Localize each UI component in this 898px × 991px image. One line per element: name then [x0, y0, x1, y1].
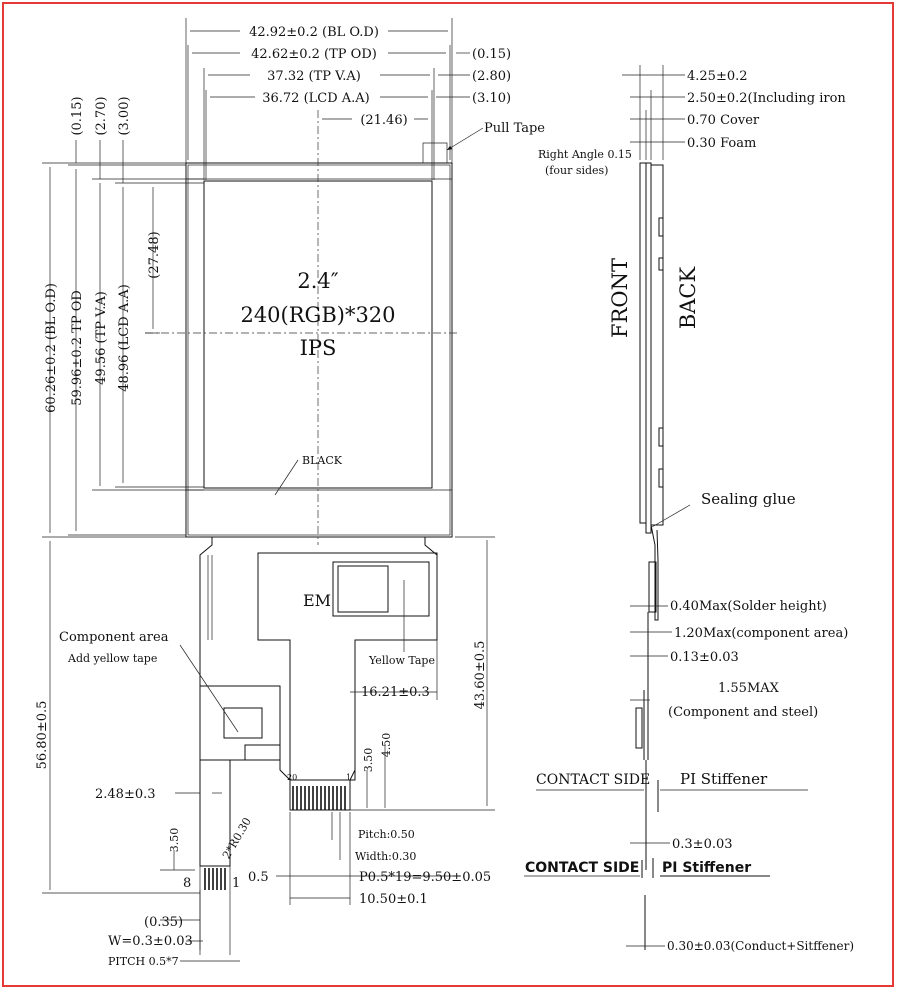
pi-stiffener-label: PI Stiffener [680, 770, 768, 788]
pin-1b-label: 1 [232, 876, 240, 891]
dim-tp-va-width: 37.32 (TP V.A) [267, 69, 361, 84]
dim-280-top: (2.80) [472, 69, 511, 84]
dim-lcd-aa-width: 36.72 (LCD A.A) [262, 91, 370, 106]
pin-20-label: 20 [287, 773, 297, 782]
pin-8-label: 8 [183, 876, 191, 891]
finger-width-label: W=0.3±0.03 [108, 934, 193, 949]
dim-lcd-aa-height: 48.96 (LCD A.A) [117, 284, 132, 392]
finger-pitch-label: PITCH 0.5*7 [108, 955, 179, 968]
foam-thickness: 0.30 Foam [687, 136, 756, 151]
side-view [635, 162, 664, 950]
dim-015-top: (0.15) [472, 47, 511, 62]
fpc-dimensions [42, 536, 495, 962]
pin-1-label: 1 [346, 773, 351, 782]
front-label: FRONT [608, 258, 632, 338]
component-steel-label: (Component and steel) [668, 705, 818, 720]
panel-outline [145, 110, 460, 545]
thickness-2-50: 2.50±0.2(Including iron [687, 91, 846, 106]
dim-bl-od-height: 60.26±0.2 (BL O.D) [44, 283, 59, 413]
dim-270-left: (2.70) [94, 96, 109, 135]
dim-3-50: 3.50 [362, 748, 375, 773]
dim-tp-od-height: 59.96±0.2 TP OD [70, 290, 85, 406]
thickness-1-55: 1.55MAX [718, 681, 780, 696]
pitch-total-label: P0.5*19=9.50±0.05 [359, 870, 491, 885]
panel-type-label: IPS [300, 336, 337, 360]
cover-thickness: 0.70 Cover [687, 113, 760, 128]
side-dim-lines [524, 65, 808, 947]
add-yellow-tape-label: Add yellow tape [67, 652, 157, 665]
back-label: BACK [676, 267, 700, 330]
dim-310-top: (3.10) [472, 91, 511, 106]
right-angle-label: Right Angle 0.15 [538, 148, 632, 161]
dim-tp-va-height: 49.56 (TP V.A) [94, 291, 109, 385]
component-height-label: 1.20Max(component area) [674, 626, 848, 641]
black-label: BLACK [302, 454, 343, 467]
dim-27-48: (27.48) [147, 231, 162, 278]
dim-4-50: 4.50 [380, 733, 393, 758]
dim-16-21: 16.21±0.3 [361, 685, 430, 700]
contact-side-label: CONTACT SIDE [536, 772, 650, 788]
dim-10-50: 10.50±0.1 [359, 892, 428, 907]
pitch-label: Pitch:0.50 [358, 828, 415, 841]
pull-tape-label: Pull Tape [484, 121, 545, 136]
contact-side-bold-label: CONTACT SIDE [525, 860, 639, 876]
thickness-0-13: 0.13±0.03 [670, 650, 739, 665]
dim-300-left: (3.00) [117, 96, 132, 135]
dim-0-35: (0.35) [144, 915, 183, 930]
width-label: Width:0.30 [355, 850, 416, 863]
dim-bl-od-width: 42.92±0.2 (BL O.D) [249, 25, 379, 40]
yellow-tape-label: Yellow Tape [368, 654, 435, 667]
offset-0-5: 0.5 [248, 870, 269, 885]
dim-56-80: 56.80±0.5 [35, 701, 50, 770]
thickness-4-25: 4.25±0.2 [687, 69, 748, 84]
top-dimensions [185, 18, 470, 180]
fpc-flex-cable [199, 537, 438, 955]
dim-015-left: (0.15) [70, 96, 85, 135]
four-sides-label: (four sides) [545, 164, 608, 177]
solder-height-label: 0.40Max(Solder height) [670, 599, 827, 614]
panel-resolution-label: 240(RGB)*320 [240, 303, 395, 327]
pi-stiffener-bold-label: PI Stiffener [662, 860, 751, 876]
thickness-0-3: 0.3±0.03 [672, 837, 733, 852]
component-area-label: Component area [59, 630, 169, 645]
dim-43-60: 43.60±0.5 [473, 641, 488, 710]
dim-3-50-b: 3.50 [168, 828, 181, 853]
sealing-glue-label: Sealing glue [701, 490, 796, 508]
left-dimensions [42, 140, 204, 538]
thickness-0-30: 0.30±0.03(Conduct+Sitffener) [667, 939, 854, 953]
em-label: EM [303, 591, 331, 610]
panel-size-label: 2.4″ [297, 269, 338, 293]
radius-label: 2*R0.30 [220, 815, 254, 861]
dim-tp-od-width: 42.62±0.2 (TP OD) [251, 47, 377, 62]
dim-21-46: (21.46) [360, 113, 407, 128]
dim-2-48: 2.48±0.3 [95, 787, 156, 802]
